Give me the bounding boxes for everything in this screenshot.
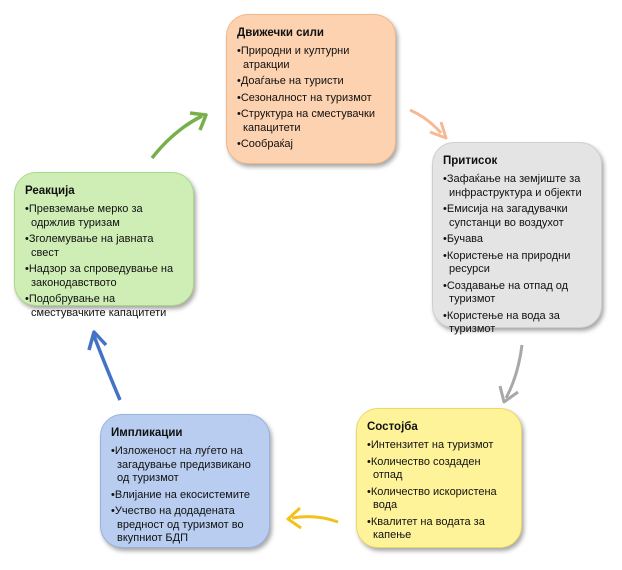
driving-forces-list: Природни и културни атракции Доаѓање на … bbox=[237, 45, 385, 152]
list-item: Зголемување на јавната свест bbox=[25, 233, 183, 260]
arrow-response-to-driving bbox=[150, 114, 203, 160]
response-list: Превземање мерко за одржлив туризам Згол… bbox=[25, 203, 183, 320]
implications-list: Изложеност на луѓето на загадување преди… bbox=[111, 445, 259, 546]
arrow-implications-to-response bbox=[92, 335, 122, 401]
list-item: Квалитет на водата за капење bbox=[367, 516, 511, 543]
list-item: Создавање на отпад од туризмот bbox=[443, 280, 591, 307]
pressure-title: Притисок bbox=[443, 155, 498, 167]
response-box: Реакција Превземање мерко за одржлив тур… bbox=[14, 172, 194, 319]
list-item: Користење на природни ресурси bbox=[443, 250, 591, 277]
list-item: Сообраќај bbox=[237, 138, 385, 152]
arrow-pressure-to-state bbox=[504, 344, 524, 399]
pressure-box: Притисок Зафаќање на земјиште за инфраст… bbox=[432, 142, 602, 335]
list-item: Подобрување на сместувачките капацитети bbox=[25, 293, 183, 320]
arrowhead-state-to-implications bbox=[286, 506, 302, 530]
driving-forces-box: Движечки сили Природни и културни атракц… bbox=[226, 14, 396, 164]
arrowhead-implications-to-response bbox=[87, 330, 108, 351]
list-item: Емисија на загадувачки супстанци во возд… bbox=[443, 203, 591, 230]
list-item: Влијание на екосистемите bbox=[111, 489, 259, 503]
arrowhead-pressure-to-state bbox=[498, 385, 519, 404]
driving-forces-title: Движечки сили bbox=[237, 27, 324, 39]
list-item: Изложеност на луѓето на загадување преди… bbox=[111, 445, 259, 486]
list-item: Бучава bbox=[443, 233, 591, 247]
list-item: Структура на сместувачки капацитети bbox=[237, 108, 385, 135]
state-list: Интензитет на туризмот Количество создад… bbox=[367, 439, 511, 543]
list-item: Сезоналност на туризмот bbox=[237, 92, 385, 106]
list-item: Природни и културни атракции bbox=[237, 45, 385, 72]
response-title: Реакција bbox=[25, 185, 75, 197]
arrowhead-driving-to-pressure bbox=[429, 121, 448, 140]
implications-box: Импликации Изложеност на луѓето на загад… bbox=[100, 414, 270, 548]
list-item: Надзор за спроведување на законодавствот… bbox=[25, 263, 183, 290]
list-item: Интензитет на туризмот bbox=[367, 439, 511, 453]
pressure-list: Зафаќање на земјиште за инфраструктура и… bbox=[443, 173, 591, 337]
arrow-driving-to-pressure bbox=[409, 108, 443, 134]
arrow-state-to-implications bbox=[291, 515, 339, 524]
arrowhead-response-to-driving bbox=[189, 111, 208, 131]
state-box: Состојба Интензитет на туризмот Количест… bbox=[356, 408, 522, 548]
state-title: Состојба bbox=[367, 421, 418, 433]
list-item: Количество искористена вода bbox=[367, 486, 511, 513]
list-item: Користење на вода за туризмот bbox=[443, 310, 591, 337]
implications-title: Импликации bbox=[111, 427, 183, 439]
list-item: Превземање мерко за одржлив туризам bbox=[25, 203, 183, 230]
list-item: Зафаќање на земјиште за инфраструктура и… bbox=[443, 173, 591, 200]
list-item: Учество на додадената вредност од туризм… bbox=[111, 505, 259, 546]
list-item: Количество создаден отпад bbox=[367, 456, 511, 483]
list-item: Доаѓање на туристи bbox=[237, 75, 385, 89]
